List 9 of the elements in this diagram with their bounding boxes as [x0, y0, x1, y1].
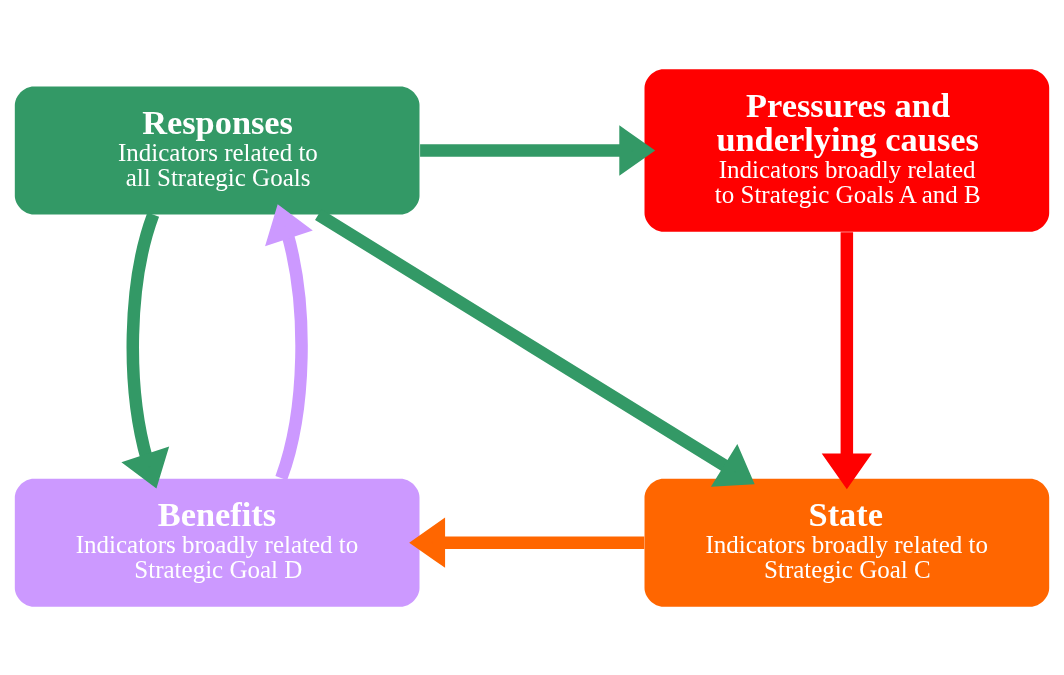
arrow	[821, 231, 872, 489]
arrow	[265, 203, 313, 480]
arrow	[420, 124, 656, 176]
node-box: Responses Indicators related to all Strategic Goals	[14, 85, 420, 215]
arrow	[121, 212, 170, 488]
arrow	[409, 517, 645, 568]
node-box: State Indicators broadly related to Strategic Goal C	[644, 478, 1050, 607]
node-box: Benefits Indicators broadly related to Strategic Goal D	[14, 478, 420, 607]
node-box: Pressures and underlying causes Indicators broadly related to Strategic Goals A and B	[644, 68, 1050, 232]
